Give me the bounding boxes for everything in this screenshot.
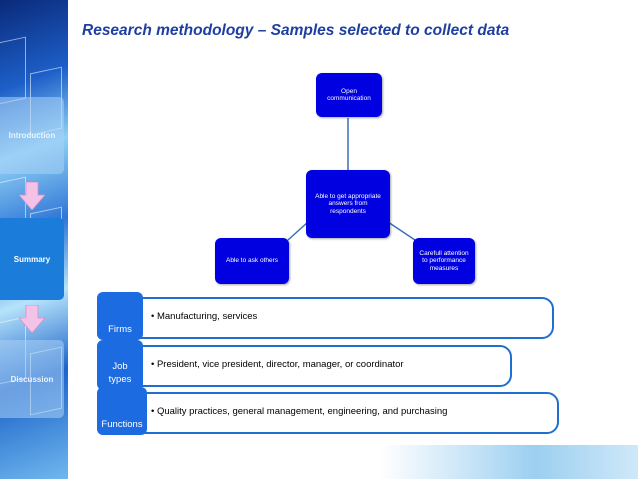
node-label: Able to get appropriate answers from res… — [315, 192, 381, 215]
sidebar-item-label: Summary — [13, 254, 51, 264]
row-text-job-types: • President, vice president, director, m… — [151, 359, 404, 370]
connector-left — [287, 221, 309, 241]
row-label-text: Firms — [108, 323, 132, 335]
row-label-functions: Functions — [97, 387, 147, 435]
node-label: Open communication — [327, 87, 371, 102]
row-text-functions: • Quality practices, general management,… — [151, 406, 448, 417]
page-title: Research methodology – Samples selected … — [82, 22, 510, 39]
row-label-text: Job types — [108, 361, 132, 385]
connector-right — [387, 221, 416, 241]
row-text-firms: • Manufacturing, services — [151, 311, 258, 322]
sidebar-item-discussion[interactable]: Discussion — [0, 340, 64, 418]
list-item-background — [118, 345, 512, 387]
diagram-node-center: Able to get appropriate answers from res… — [306, 170, 390, 238]
down-arrow-icon — [19, 182, 45, 210]
row-label-text: Functions — [101, 418, 143, 430]
diagram-node-right: Carefull attention to performance measur… — [413, 238, 475, 284]
diagram-node-left: Able to ask others — [215, 238, 289, 284]
decorative-bottom-strip — [380, 445, 638, 479]
node-label: Able to ask others — [225, 257, 279, 265]
node-label: Carefull attention to performance measur… — [419, 249, 469, 272]
row-label-job-types: Job types — [97, 340, 143, 390]
row-label-firms: Firms — [97, 292, 143, 340]
sidebar-item-introduction[interactable]: Introduction — [0, 97, 64, 174]
sidebar-item-label: Discussion — [10, 374, 54, 384]
diagram-node-top: Open communication — [316, 73, 382, 117]
list-item-background — [118, 392, 559, 434]
down-arrow-icon — [19, 305, 45, 333]
sidebar-item-label: Introduction — [8, 131, 56, 140]
sidebar-item-summary[interactable]: Summary — [0, 218, 64, 300]
